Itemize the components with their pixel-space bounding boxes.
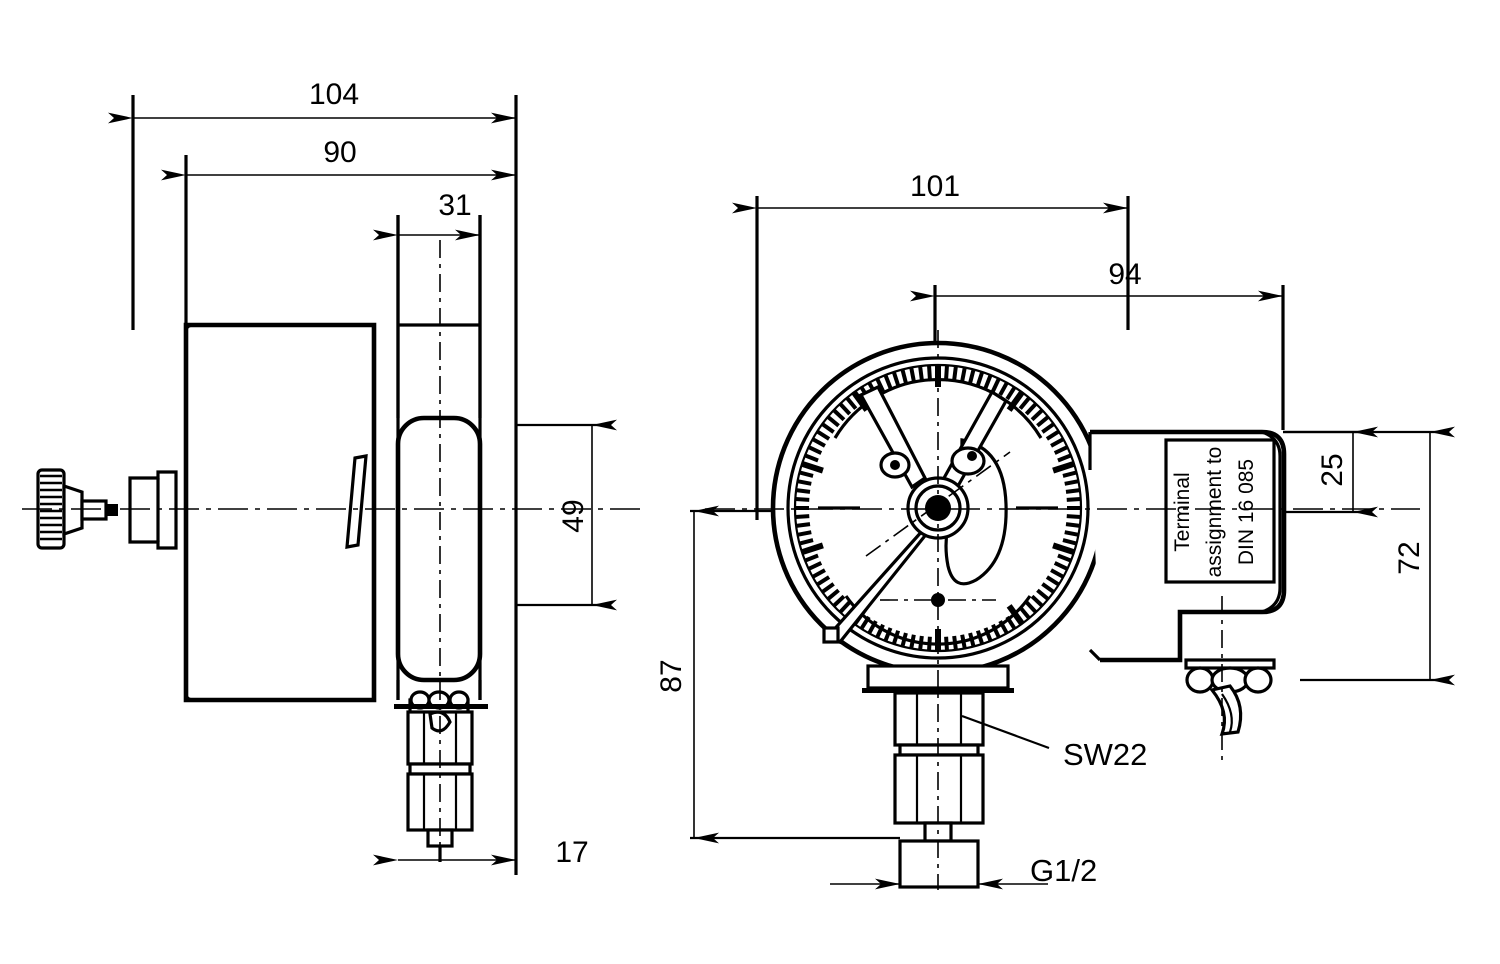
housing-left-bot <box>1088 648 1102 662</box>
label-g12: G1/2 <box>1030 853 1097 888</box>
knob-shaft <box>80 499 108 521</box>
set-pointer-right-pin <box>967 451 977 461</box>
knob-shaft-tip <box>106 504 118 516</box>
dim-label-49: 49 <box>557 499 590 532</box>
set-pointer-right-hub <box>950 446 986 476</box>
dial-diagonal-cl <box>865 451 1011 557</box>
terminal-box-side <box>395 415 483 683</box>
dim-label-90: 90 <box>323 136 356 169</box>
terminal-text-line1: Terminal <box>1171 472 1194 551</box>
cable-strand <box>1209 684 1243 736</box>
dim-label-101: 101 <box>910 170 960 203</box>
dim-label-72: 72 <box>1393 541 1426 574</box>
dim-label-17: 17 <box>555 836 588 869</box>
pc-washer <box>394 704 488 709</box>
terminal-text-line2: assignment to <box>1203 447 1226 578</box>
knob-knurl-lines <box>40 474 62 541</box>
gland-hex-3 <box>1243 666 1273 694</box>
side-view-group: 104 90 31 49 17 <box>22 78 640 875</box>
terminal-assignment-plate <box>1164 438 1276 584</box>
pointer-tip <box>822 626 840 644</box>
front-view-group: 101 94 25 72 87 <box>655 170 1455 890</box>
terminal-text-line3: DIN 16 085 <box>1235 459 1258 565</box>
gland-hex-1 <box>1185 666 1215 694</box>
gauge-base-edge <box>862 688 1014 693</box>
housing-edge-highlight <box>1261 430 1282 614</box>
label-sw22: SW22 <box>1063 737 1147 772</box>
dim-label-31: 31 <box>438 189 471 222</box>
cable-gland <box>1184 658 1276 736</box>
case-window-slot <box>345 454 368 549</box>
knob-mount-boss <box>128 470 178 550</box>
process-connection-front <box>893 691 985 889</box>
dim-label-104: 104 <box>309 78 359 111</box>
case-corner-bl <box>184 693 195 702</box>
dim-label-25: 25 <box>1316 453 1349 486</box>
case-corner-tl <box>184 323 195 332</box>
pcf-hex-lower <box>893 753 985 825</box>
cable-inner-line <box>1221 693 1233 733</box>
dim-label-94: 94 <box>1108 258 1141 291</box>
knob-taper <box>62 483 84 537</box>
sw22-leader-line <box>961 714 1050 750</box>
pcf-thread-body <box>898 839 980 889</box>
dim-label-87: 87 <box>655 659 688 692</box>
process-connection-side <box>394 690 488 862</box>
gauge-case-side <box>183 322 377 703</box>
set-pointer-left-pin <box>890 460 900 470</box>
